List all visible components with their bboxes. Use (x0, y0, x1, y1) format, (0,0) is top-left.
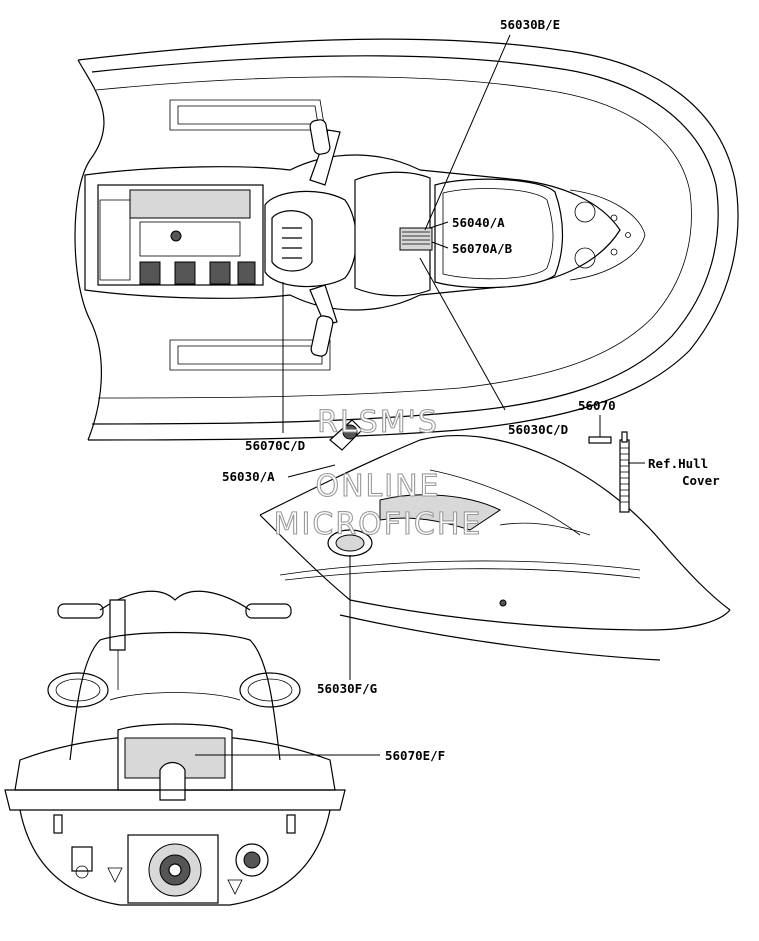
label-56070cd: 56070C/D (245, 438, 305, 453)
label-56030a: 56030/A (222, 469, 275, 484)
label-56070ab: 56070A/B (452, 241, 513, 256)
watermark-line-1: RLSM'S (317, 405, 439, 440)
label-56070: 56070 (578, 398, 616, 413)
label-56030cd: 56030C/D (508, 422, 568, 437)
top-view-hull (74, 38, 739, 441)
leader-lines-middle (287, 415, 645, 680)
part-labels: 56030B/E 56040/A 56070A/B 56030C/D 56070… (222, 17, 720, 763)
label-ref-hull: Ref.Hull (648, 456, 708, 471)
watermark-line-3: MICROFICHE (274, 507, 483, 542)
label-part-56070 (588, 436, 612, 444)
watermark-line-2: ONLINE (315, 469, 440, 504)
hull-cover-spring (619, 431, 630, 513)
label-56040a: 56040/A (452, 215, 505, 230)
label-56030be: 56030B/E (500, 17, 560, 32)
label-ref-hull-cover: Cover (682, 473, 720, 488)
rear-view-hull (4, 590, 346, 906)
leader-lines-top (282, 34, 511, 433)
side-view-hull (259, 419, 731, 661)
label-56070ef: 56070E/F (385, 748, 445, 763)
label-56030fg: 56030F/G (317, 681, 377, 696)
watermark: RLSM'S ONLINE MICROFICHE (273, 404, 483, 542)
